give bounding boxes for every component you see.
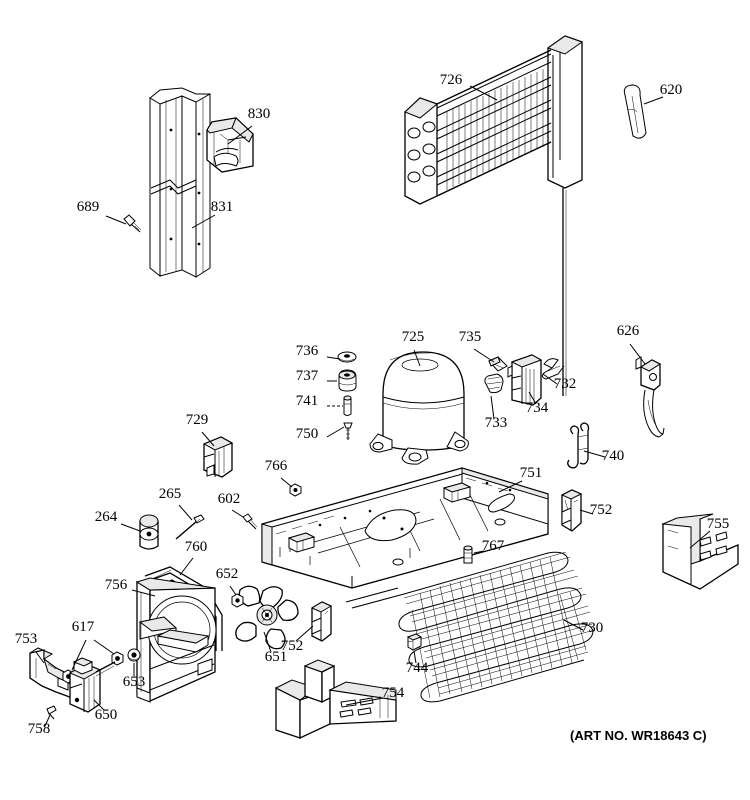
part-653-motor-washer[interactable]: [127, 648, 141, 662]
part-734-relay[interactable]: [507, 354, 543, 406]
part-650-fan-motor[interactable]: [68, 657, 116, 713]
part-830-hinge-bracket[interactable]: [206, 117, 254, 173]
callout-264[interactable]: 264: [95, 509, 118, 525]
part-264-roller[interactable]: [139, 514, 159, 550]
callout-753[interactable]: 753: [15, 631, 38, 647]
callout-732[interactable]: 732: [554, 376, 577, 392]
art-number-label: (ART NO. WR18643 C): [570, 728, 707, 743]
callout-725[interactable]: 725: [402, 329, 425, 345]
callout-620[interactable]: 620: [660, 82, 683, 98]
callout-734[interactable]: 734: [526, 400, 549, 416]
callout-758[interactable]: 758: [28, 721, 51, 737]
callout-730[interactable]: 730: [581, 620, 604, 636]
callout-651[interactable]: 651: [265, 649, 288, 665]
callout-733[interactable]: 733: [485, 415, 508, 431]
callout-labels: 830 831 689 726 620 736 737 741 750 725 …: [15, 72, 730, 737]
part-755-mounting-bracket[interactable]: [661, 513, 739, 590]
callout-754[interactable]: 754: [382, 685, 405, 701]
callout-831[interactable]: 831: [211, 199, 234, 215]
part-767-coil-clip[interactable]: [463, 545, 473, 564]
callout-744[interactable]: 744: [406, 660, 429, 676]
callout-617[interactable]: 617: [72, 619, 95, 635]
callout-737[interactable]: 737: [296, 368, 319, 384]
callout-750[interactable]: 750: [296, 426, 319, 442]
callout-726[interactable]: 726: [440, 72, 463, 88]
part-725-compressor[interactable]: [369, 351, 469, 465]
part-652-fan-nut[interactable]: [231, 593, 244, 608]
part-626-power-cord[interactable]: [635, 356, 665, 438]
part-766-push-nut[interactable]: [289, 483, 302, 497]
part-744-coil-grommet[interactable]: [406, 633, 423, 651]
part-689-screw[interactable]: [123, 214, 142, 233]
part-726-evaporator-coil[interactable]: [404, 35, 584, 396]
part-736-washer[interactable]: [337, 351, 357, 363]
part-729-relay-box[interactable]: [202, 436, 234, 478]
part-730-condenser-coil[interactable]: [345, 551, 595, 703]
part-651-fan-blade[interactable]: [235, 585, 299, 650]
callout-653[interactable]: 653: [123, 674, 146, 690]
part-732-wire-retainer[interactable]: [541, 358, 565, 380]
callout-626[interactable]: 626: [617, 323, 640, 339]
part-752b-condenser-clip-lower[interactable]: [310, 601, 333, 642]
callout-756[interactable]: 756: [105, 577, 128, 593]
callout-767[interactable]: 767: [482, 538, 505, 554]
part-733-overload-protector[interactable]: [484, 373, 504, 394]
callout-650[interactable]: 650: [95, 707, 118, 723]
callout-766[interactable]: 766: [265, 458, 288, 474]
part-758-bracket-clip[interactable]: [46, 705, 57, 720]
callout-689[interactable]: 689: [77, 199, 100, 215]
callout-729[interactable]: 729: [186, 412, 209, 428]
part-735-terminal-clip[interactable]: [488, 356, 508, 372]
callout-602[interactable]: 602: [218, 491, 241, 507]
part-751-base-pan[interactable]: [261, 467, 549, 589]
callout-740[interactable]: 740: [602, 448, 625, 464]
part-831-vertical-rail[interactable]: [149, 87, 211, 278]
callout-830[interactable]: 830: [248, 106, 271, 122]
leader-lines: [35, 85, 711, 727]
callout-752-lower[interactable]: 752: [281, 638, 304, 654]
part-265-roller-axle[interactable]: [175, 514, 205, 540]
callout-265[interactable]: 265: [159, 486, 182, 502]
part-620-drain-tube[interactable]: [623, 84, 647, 139]
callout-752-upper[interactable]: 752: [590, 502, 613, 518]
callout-741[interactable]: 741: [296, 393, 319, 409]
part-740-tube-clip[interactable]: [567, 422, 590, 469]
callout-652[interactable]: 652: [216, 566, 239, 582]
callout-735[interactable]: 735: [459, 329, 482, 345]
callout-736[interactable]: 736: [296, 343, 319, 359]
callout-751[interactable]: 751: [520, 465, 543, 481]
part-752-condenser-clip-upper[interactable]: [560, 489, 583, 532]
part-737-grommet[interactable]: [338, 369, 357, 392]
part-602-screw[interactable]: [242, 513, 258, 530]
part-750-bolt[interactable]: [343, 422, 353, 440]
part-754-mount-bracket[interactable]: [274, 659, 397, 740]
callout-755[interactable]: 755: [707, 516, 730, 532]
part-756-fan-shroud[interactable]: [135, 577, 217, 703]
part-741-sleeve[interactable]: [343, 395, 352, 416]
callout-760[interactable]: 760: [185, 539, 208, 555]
